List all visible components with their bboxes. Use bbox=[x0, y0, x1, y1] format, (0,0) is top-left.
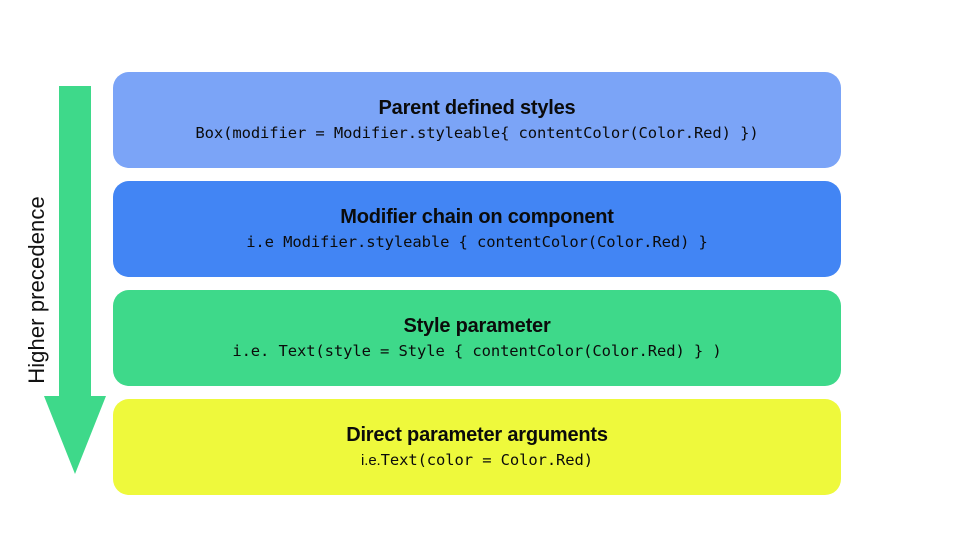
layer-code-prefix: i.e. bbox=[361, 452, 381, 470]
layer-title: Parent defined styles bbox=[378, 97, 576, 120]
layer-parent-defined-styles[interactable]: Parent defined styles Box(modifier = Mod… bbox=[113, 72, 841, 168]
layer-title: Style parameter bbox=[403, 315, 551, 338]
layer-code: i.e Modifier.styleable { contentColor(Co… bbox=[246, 233, 708, 252]
precedence-stack: Parent defined styles Box(modifier = Mod… bbox=[113, 72, 841, 495]
layer-modifier-chain-on-component[interactable]: Modifier chain on component i.e Modifier… bbox=[113, 181, 841, 277]
layer-title: Direct parameter arguments bbox=[346, 424, 608, 447]
layer-direct-parameter-arguments[interactable]: Direct parameter arguments i.e.Text(colo… bbox=[113, 399, 841, 495]
layer-code: i.e. Text(style = Style { contentColor(C… bbox=[232, 342, 722, 361]
layer-code: Text(color = Color.Red) bbox=[380, 451, 593, 470]
layer-title: Modifier chain on component bbox=[340, 206, 614, 229]
layer-style-parameter[interactable]: Style parameter i.e. Text(style = Style … bbox=[113, 290, 841, 386]
layer-code: Box(modifier = Modifier.styleable{ conte… bbox=[195, 124, 759, 143]
layer-code-line: i.e.Text(color = Color.Red) bbox=[361, 451, 593, 471]
down-arrow-icon bbox=[44, 86, 106, 474]
